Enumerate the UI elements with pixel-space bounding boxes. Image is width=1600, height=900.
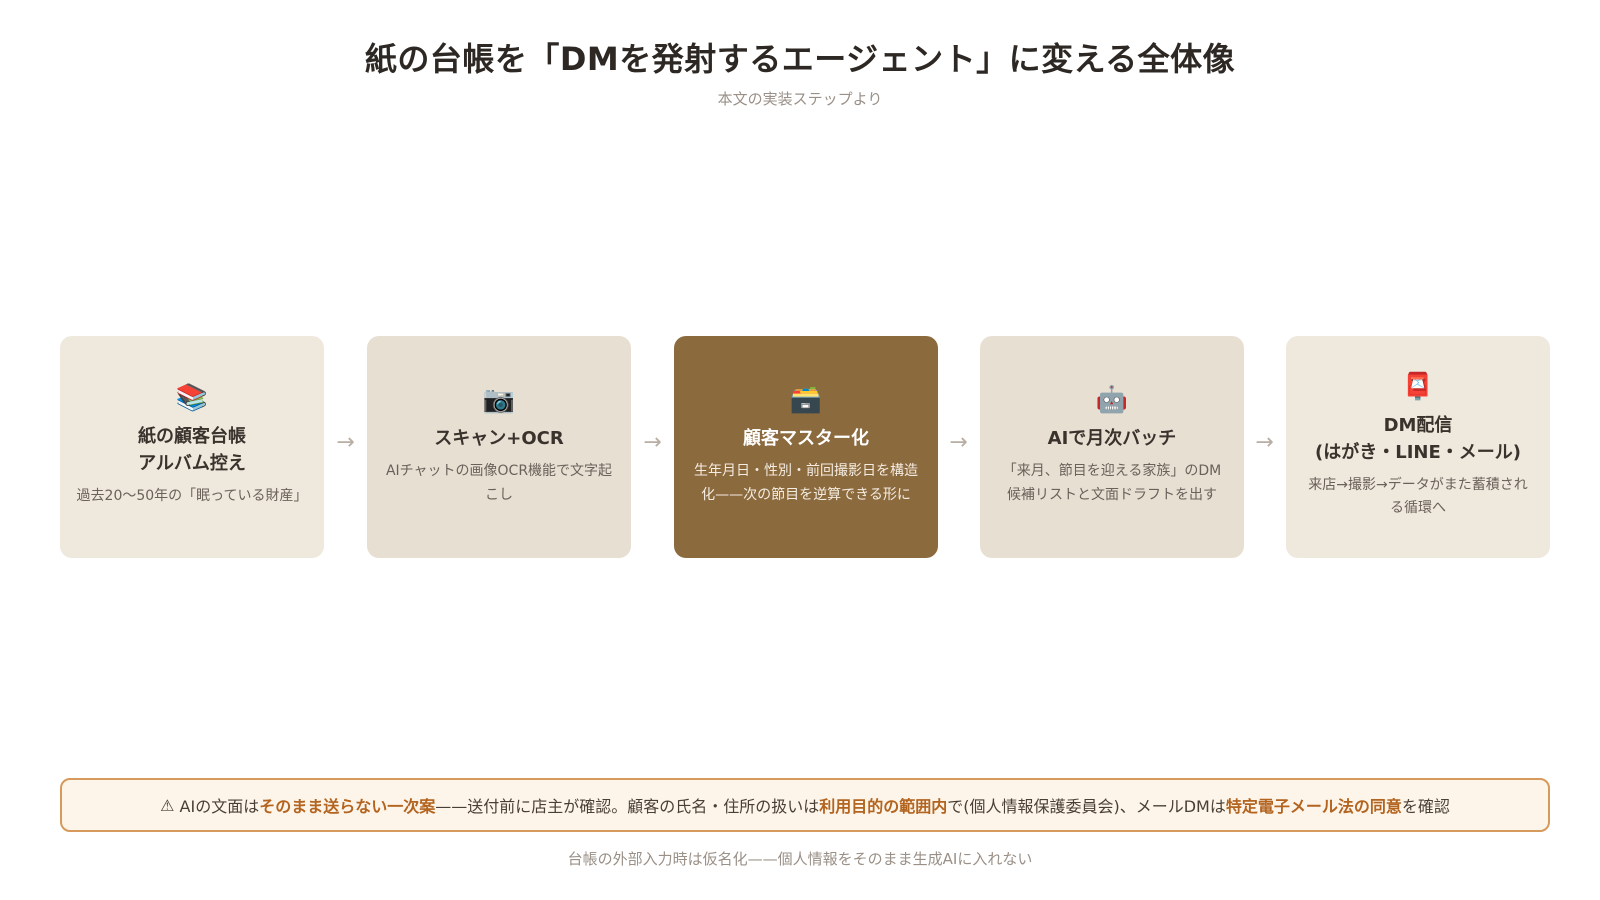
warning-text-3: で(個人情報保護委員会)、メールDMは <box>947 797 1226 816</box>
step-card-dm-delivery: 📮 DM配信 (はがき・LINE・メール) 来店→撮影→データがまた蓄積される循… <box>1286 336 1550 558</box>
warning-highlight-2: 利用目的の範囲内 <box>819 797 948 816</box>
step-description: 生年月日・性別・前回撮影日を構造化——次の節目を逆算できる形に <box>694 463 918 503</box>
postbox-icon: 📮 <box>1401 371 1435 402</box>
warning-highlight-3: 特定電子メール法の同意 <box>1225 797 1402 816</box>
warning-text-1: AIの文面は <box>179 797 260 816</box>
warning-text-2: ——送付前に店主が確認。顧客の氏名・住所の扱いは <box>435 797 820 816</box>
step-description: 過去20〜50年の「眠っている財産」 <box>76 488 308 505</box>
step-description: AIチャットの画像OCR機能で文字起こし <box>385 463 613 503</box>
card-file-box-icon: 🗃️ <box>789 385 823 416</box>
step-card-paper-ledger: 📚 紙の顧客台帳 アルバム控え 過去20〜50年の「眠っている財産」 <box>60 336 324 558</box>
flow-arrow-icon: → <box>643 430 662 455</box>
process-flow: 📚 紙の顧客台帳 アルバム控え 過去20〜50年の「眠っている財産」 → 📷 ス… <box>60 336 1550 558</box>
warning-text-4: を確認 <box>1401 797 1450 816</box>
step-card-monthly-batch: 🤖 AIで月次バッチ 「来月、節目を迎える家族」のDM候補リストと文面ドラフトを… <box>980 336 1244 558</box>
warning-highlight-1: そのまま送らない一次案 <box>259 797 436 816</box>
robot-icon: 🤖 <box>1095 385 1129 416</box>
page-subtitle: 本文の実装ステップより <box>717 90 883 108</box>
step-label: 紙の顧客台帳 アルバム控え <box>138 426 246 475</box>
step-label: AIで月次バッチ <box>1047 428 1177 450</box>
step-card-scan-ocr: 📷 スキャン+OCR AIチャットの画像OCR機能で文字起こし <box>367 336 631 558</box>
step-label: スキャン+OCR <box>434 428 564 450</box>
warning-banner: ⚠ AIの文面は そのまま送らない一次案 ——送付前に店主が確認。顧客の氏名・住… <box>60 778 1550 832</box>
books-icon: 📚 <box>175 383 209 414</box>
step-card-customer-master: 🗃️ 顧客マスター化 生年月日・性別・前回撮影日を構造化——次の節目を逆算できる… <box>674 336 938 558</box>
flow-arrow-icon: → <box>949 430 968 455</box>
step-label: DM配信 (はがき・LINE・メール) <box>1315 414 1521 463</box>
page-title: 紙の台帳を「DMを発射するエージェント」に変える全体像 <box>364 40 1236 78</box>
step-description: 「来月、節目を迎える家族」のDM候補リストと文面ドラフトを出す <box>1002 463 1222 503</box>
step-label: 顧客マスター化 <box>743 428 869 450</box>
footer-note: 台帳の外部入力時は仮名化——個人情報をそのまま生成AIに入れない <box>567 850 1033 868</box>
warning-icon: ⚠ <box>160 795 175 815</box>
step-description: 来店→撮影→データがまた蓄積される循環へ <box>1308 476 1528 516</box>
flow-arrow-icon: → <box>336 430 355 455</box>
camera-icon: 📷 <box>482 385 516 416</box>
flow-arrow-icon: → <box>1255 430 1274 455</box>
